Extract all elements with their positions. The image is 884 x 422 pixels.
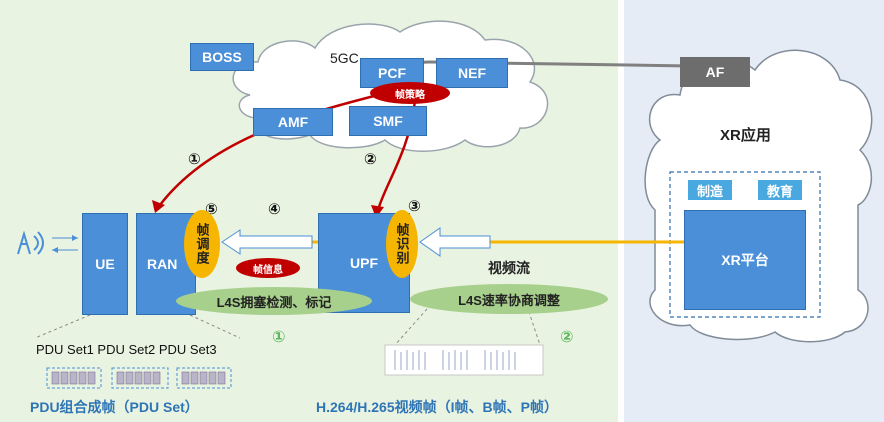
green-step-2: ② xyxy=(560,329,574,346)
step-4: ④ xyxy=(268,201,281,218)
xr-app-title: XR应用 xyxy=(720,127,771,144)
ue-box: UE xyxy=(82,213,128,315)
xr-platform-box: XR平台 xyxy=(684,210,806,310)
education-box: 教育 xyxy=(758,180,802,200)
l4s-rate-label: L4S速率协商调整 xyxy=(458,292,560,308)
upf-label: UPF xyxy=(350,255,378,271)
green-step-1: ① xyxy=(272,329,286,346)
frame-policy-label: 帧策略 xyxy=(395,89,425,101)
xr-platform-label: XR平台 xyxy=(721,252,769,268)
frame-identify-label: 帧识别 xyxy=(394,223,410,265)
manufacturing-label: 制造 xyxy=(696,183,723,199)
amf-box: AMF xyxy=(253,108,333,136)
step-2: ② xyxy=(364,151,377,168)
nef-box: NEF xyxy=(436,58,508,88)
pdu-caption: PDU组合成帧（PDU Set） xyxy=(30,399,199,415)
frame-schedule-oval: 帧调度 xyxy=(184,210,220,278)
antenna-icon xyxy=(14,228,48,258)
frame-identify-oval: 帧识别 xyxy=(386,210,418,278)
step-3: ③ xyxy=(408,198,421,215)
manufacturing-box: 制造 xyxy=(688,180,732,200)
l4s-detect-label: L4S拥塞检测、标记 xyxy=(216,294,332,310)
amf-label: AMF xyxy=(277,114,309,130)
frame-info-label: 帧信息 xyxy=(253,264,283,276)
smf-box: SMF xyxy=(349,106,427,136)
frame-schedule-label: 帧调度 xyxy=(194,223,210,265)
pdu-set-icons xyxy=(46,367,232,389)
boss-label: BOSS xyxy=(202,49,242,65)
frame-policy-oval: 帧策略 xyxy=(370,82,450,104)
boss-box: BOSS xyxy=(190,43,254,71)
video-frames-thumbnail xyxy=(384,344,544,376)
cloud-5gc-label: 5GC xyxy=(330,50,359,66)
pdu-sets-label: PDU Set1 PDU Set2 PDU Set3 xyxy=(36,342,217,357)
smf-label: SMF xyxy=(373,113,403,129)
step-1: ① xyxy=(188,151,201,168)
af-box: AF xyxy=(680,57,750,87)
nef-label: NEF xyxy=(458,65,486,81)
education-label: 教育 xyxy=(766,183,793,199)
l4s-rate-oval: L4S速率协商调整 xyxy=(410,284,608,314)
l4s-detect-oval: L4S拥塞检测、标记 xyxy=(176,287,372,315)
af-label: AF xyxy=(705,64,725,80)
ue-label: UE xyxy=(95,256,115,272)
frame-info-oval: 帧信息 xyxy=(236,258,300,278)
video-caption: H.264/H.265视频帧（I帧、B帧、P帧） xyxy=(316,399,558,415)
pcf-label: PCF xyxy=(378,65,406,81)
video-stream-label: 视频流 xyxy=(488,260,530,276)
ran-label: RAN xyxy=(147,256,178,272)
